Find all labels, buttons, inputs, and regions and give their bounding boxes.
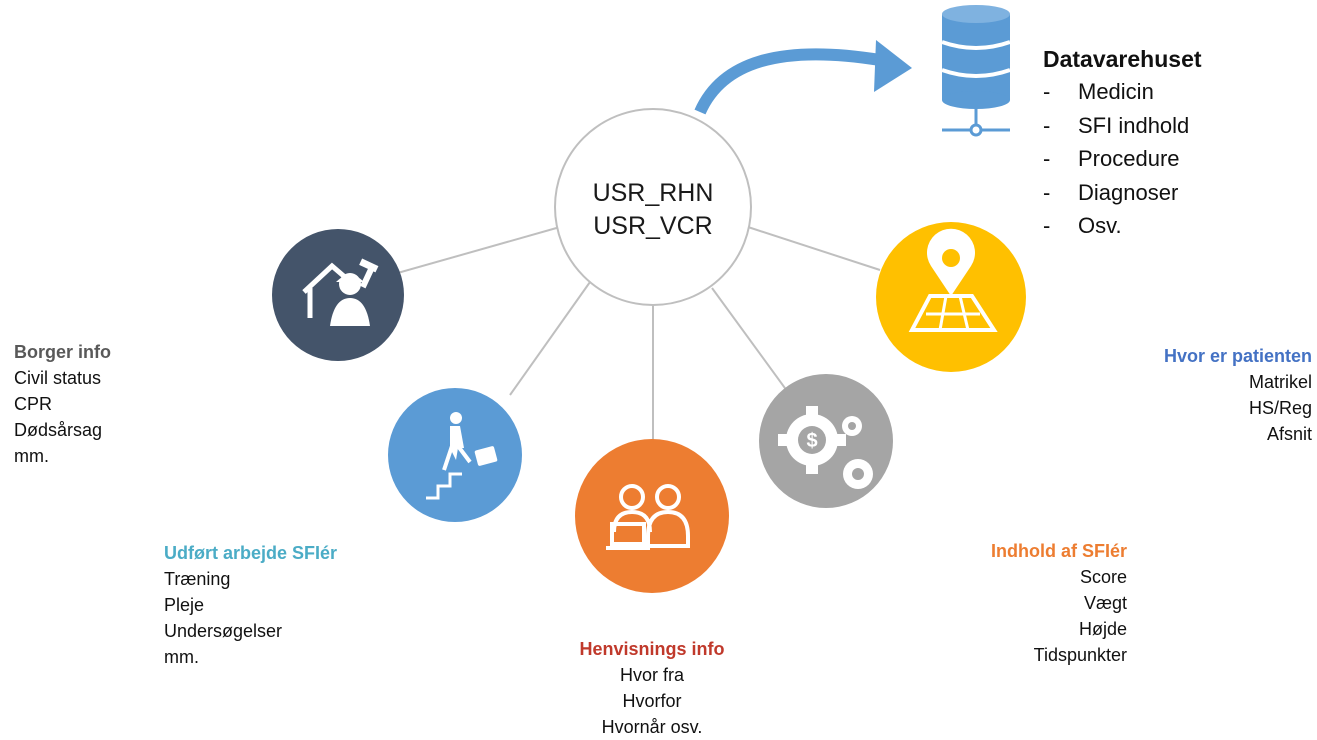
datawarehouse-block: Datavarehuset -Medicin -SFI indhold -Pro… xyxy=(1043,43,1202,243)
database-icon xyxy=(941,5,1011,137)
datawarehouse-item-label: SFI indhold xyxy=(1078,112,1190,138)
datawarehouse-item-label: Procedure xyxy=(1078,146,1180,171)
datawarehouse-item-label: Osv. xyxy=(1078,213,1122,238)
datawarehouse-item: -SFI indhold xyxy=(1043,112,1190,138)
flow-arrow-head xyxy=(874,40,912,92)
datawarehouse-item-label: Diagnoser xyxy=(1078,179,1179,205)
house-worker-icon xyxy=(302,258,379,326)
borger-info-heading: Borger info xyxy=(14,342,111,362)
henvisnings-info-line: Hvor fra xyxy=(619,665,684,685)
henvisnings-info-line: Hvornår osv. xyxy=(601,717,703,737)
udfoert-arbejde-text: Udført arbejde SFIér Træning Pleje Under… xyxy=(164,540,337,670)
udfoert-arbejde-line: Pleje xyxy=(164,595,205,615)
gears-dollar-icon: $ xyxy=(778,406,873,489)
connector-indhold xyxy=(711,287,791,396)
borger-info-line: Civil status xyxy=(14,368,102,388)
center-node xyxy=(554,108,752,306)
datawarehouse-item-label: Medicin xyxy=(1078,79,1154,104)
datawarehouse-title: Datavarehuset xyxy=(1043,46,1202,72)
indhold-sfier-line: Tidspunkter xyxy=(1033,645,1127,665)
indhold-sfier-text: Indhold af SFIér Score Vægt Højde Tidspu… xyxy=(927,538,1127,668)
hvor-er-patienten-line: Matrikel xyxy=(1248,372,1312,392)
center-node-label: USR_RHN USR_VCR xyxy=(555,177,751,243)
datawarehouse-item: -Medicin xyxy=(1043,79,1154,104)
center-line-2: USR_VCR xyxy=(593,212,713,240)
indhold-sfier-line: Vægt xyxy=(1083,593,1127,613)
node-indhold: $ xyxy=(759,374,893,508)
indhold-sfier-line: Score xyxy=(1079,567,1127,587)
hvor-er-patienten-line: HS/Reg xyxy=(1248,398,1312,418)
hvor-er-patienten-text: Hvor er patienten Matrikel HS/Reg Afsnit xyxy=(1110,343,1312,447)
borger-info-line: mm. xyxy=(14,446,49,466)
indhold-sfier-line: Højde xyxy=(1078,619,1127,639)
hvor-er-patienten-line: Afsnit xyxy=(1266,424,1312,444)
connector-hvor xyxy=(747,226,881,271)
borger-info-line: CPR xyxy=(14,394,53,414)
people-laptop-icon xyxy=(606,484,690,550)
connector-udfoert xyxy=(509,281,591,396)
udfoert-arbejde-heading: Udført arbejde SFIér xyxy=(164,543,338,563)
udfoert-arbejde-line: Træning xyxy=(164,569,231,589)
node-udfoert xyxy=(388,388,522,522)
borger-info-text: Borger info Civil status CPR Dødsårsag m… xyxy=(14,339,111,469)
borger-info-line: Dødsårsag xyxy=(14,420,103,440)
datawarehouse-item: -Osv. xyxy=(1043,213,1122,238)
map-pin-icon xyxy=(908,228,998,332)
datawarehouse-item: -Diagnoser xyxy=(1043,179,1179,205)
udfoert-arbejde-line: Undersøgelser xyxy=(164,621,283,641)
svg-text:$: $ xyxy=(806,430,817,452)
businessman-stairs-icon xyxy=(426,412,498,500)
node-henvisning xyxy=(575,439,729,593)
indhold-sfier-heading: Indhold af SFIér xyxy=(990,541,1127,561)
udfoert-arbejde-line: mm. xyxy=(164,647,199,667)
hvor-er-patienten-heading: Hvor er patienten xyxy=(1163,346,1312,366)
henvisnings-info-text: Henvisnings info Hvor fra Hvorfor Hvornå… xyxy=(552,636,752,740)
center-line-1: USR_RHN xyxy=(592,179,714,207)
henvisnings-info-line: Hvorfor xyxy=(622,691,682,711)
datawarehouse-item: -Procedure xyxy=(1043,146,1180,171)
flow-arrow xyxy=(694,48,881,115)
node-borger xyxy=(272,229,404,361)
connector-borger xyxy=(379,226,561,279)
henvisnings-info-heading: Henvisnings info xyxy=(579,639,725,659)
node-hvor xyxy=(876,222,1026,372)
